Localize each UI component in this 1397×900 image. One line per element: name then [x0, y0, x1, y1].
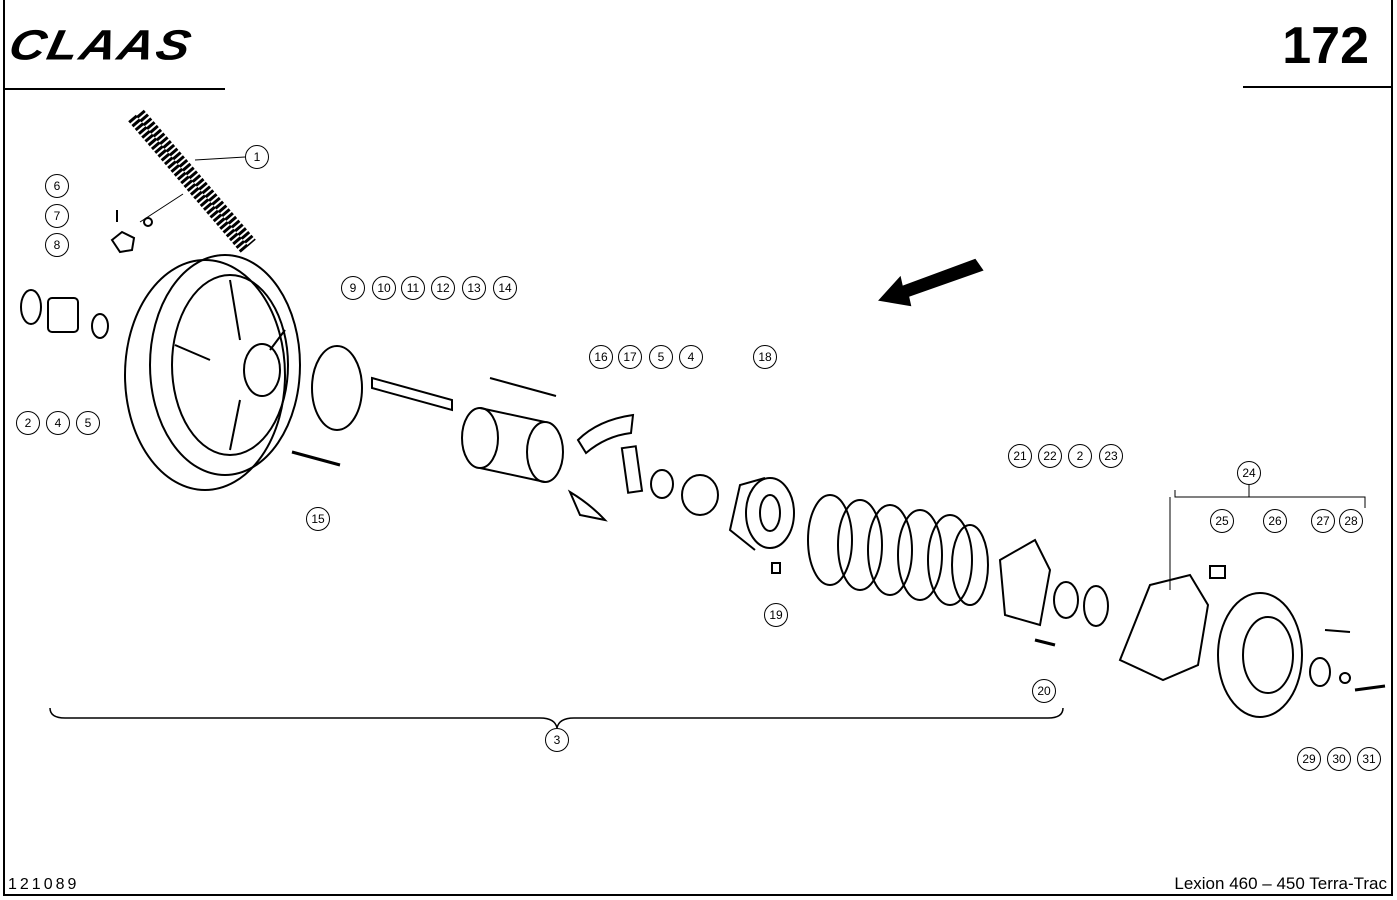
part-callout-19: 19: [764, 603, 788, 627]
part-callout-25: 25: [1210, 509, 1234, 533]
page-number: 172: [1282, 17, 1369, 75]
part-callout-7: 7: [45, 204, 69, 228]
part-callout-6: 6: [45, 174, 69, 198]
part-callout-5: 5: [649, 345, 673, 369]
toothed-belt: [128, 109, 256, 254]
bracket-3: [49, 707, 1064, 729]
part-callout-8: 8: [45, 233, 69, 257]
part-callout-4: 4: [679, 345, 703, 369]
part-callout-21: 21: [1008, 444, 1032, 468]
part-callout-4: 4: [46, 411, 70, 435]
part-callout-14: 14: [493, 276, 517, 300]
ring-2: [20, 289, 42, 325]
o-ring-5: [91, 313, 109, 339]
part-callout-17: 17: [618, 345, 642, 369]
part-callout-20: 20: [1032, 679, 1056, 703]
part-callout-2: 2: [16, 411, 40, 435]
part-callout-22: 22: [1038, 444, 1062, 468]
part-8: [110, 230, 136, 254]
part-callout-26: 26: [1263, 509, 1287, 533]
snap-ring-9: [311, 345, 363, 431]
part-callout-29: 29: [1297, 747, 1321, 771]
part-callout-3: 3: [545, 728, 569, 752]
part-callout-18: 18: [753, 345, 777, 369]
key-12: [371, 376, 453, 412]
part-callout-13: 13: [462, 276, 486, 300]
compression-spring: [807, 494, 989, 606]
part-callout-11: 11: [401, 276, 425, 300]
page-frame: [3, 0, 1393, 896]
part-callout-9: 9: [341, 276, 365, 300]
cam-18: [728, 477, 795, 551]
model-name: Lexion 460 – 450 Terra-Trac: [1174, 874, 1387, 893]
part-callout-5: 5: [76, 411, 100, 435]
bushing-4b: [681, 474, 719, 516]
part-callout-16: 16: [589, 345, 613, 369]
part-callout-10: 10: [372, 276, 396, 300]
bushing-4: [47, 297, 79, 333]
drawing-number: 121089: [8, 876, 80, 893]
part-callout-30: 30: [1327, 747, 1351, 771]
part-callout-28: 28: [1339, 509, 1363, 533]
hub-24: [1118, 573, 1210, 682]
part-callout-27: 27: [1311, 509, 1335, 533]
part-callout-1: 1: [245, 145, 269, 169]
part-callout-23: 23: [1099, 444, 1123, 468]
direction-arrow: [878, 258, 984, 307]
segment-17: [576, 413, 635, 455]
part-callout-15: 15: [306, 507, 330, 531]
segment: [567, 489, 608, 522]
flange-22: [998, 538, 1052, 627]
part-callout-12: 12: [431, 276, 455, 300]
drum-26: [1217, 592, 1303, 718]
part-callout-24: 24: [1237, 461, 1261, 485]
pulley-wheel: [124, 254, 301, 491]
header-rule: [3, 88, 225, 90]
part-callout-2: 2: [1068, 444, 1092, 468]
sleeve-13: [461, 407, 564, 483]
part-callout-31: 31: [1357, 747, 1381, 771]
page-number-rule: [1243, 86, 1393, 88]
